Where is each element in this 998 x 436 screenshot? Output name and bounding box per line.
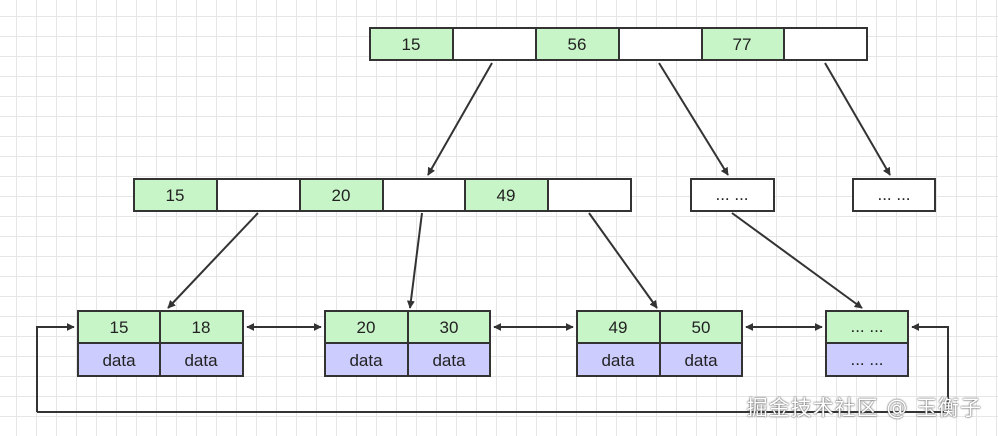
leaf-placeholder-data: ... ... bbox=[850, 350, 883, 369]
leaf-1-data-cell-2 bbox=[159, 342, 244, 377]
internal-pointer-cell-2 bbox=[382, 178, 466, 212]
leaf-3-key-2: 50 bbox=[692, 318, 711, 337]
arrow-root-to-internal bbox=[427, 62, 493, 176]
internal-key-1: 15 bbox=[166, 186, 185, 205]
leaf-3-key-1: 49 bbox=[609, 318, 628, 337]
arrow-internal-to-leaf-2 bbox=[406, 212, 423, 309]
leaf-1-key-2: 18 bbox=[192, 318, 211, 337]
leaf-node-1: 15 18 data data bbox=[77, 310, 244, 377]
placeholder-node-a-label: ... ... bbox=[715, 185, 748, 204]
leaf-3-data-cell-1 bbox=[576, 342, 661, 377]
internal-key-2: 20 bbox=[332, 186, 351, 205]
root-pointer-cell-2 bbox=[618, 27, 703, 61]
arrow-root-to-placeholder-a bbox=[658, 62, 729, 176]
leaf-1-data-2: data bbox=[184, 351, 218, 370]
leaf-node-placeholder: ... ... ... ... bbox=[825, 310, 909, 377]
internal-pointer-cell-3 bbox=[547, 178, 632, 212]
arrow-internal-to-leaf-3 bbox=[588, 212, 658, 309]
placeholder-node-b: ... ... bbox=[852, 178, 936, 212]
leaf-1-data-1: data bbox=[102, 351, 136, 370]
leaf-2-data-2: data bbox=[432, 351, 466, 370]
leaf-3-data-2: data bbox=[684, 351, 718, 370]
leaf-2-data-cell-2 bbox=[407, 342, 491, 377]
leaf-node-2: 20 30 data data bbox=[324, 310, 491, 377]
internal-pointer-cell-1 bbox=[216, 178, 301, 212]
root-pointer-cell-1 bbox=[452, 27, 537, 61]
root-pointer-cell-3 bbox=[783, 27, 868, 61]
leaf-1-key-1: 15 bbox=[110, 318, 129, 337]
root-key-3: 77 bbox=[733, 35, 752, 54]
internal-key-cell-2 bbox=[299, 178, 384, 212]
arrow-placeholder-a-to-leaf-placeholder bbox=[731, 212, 863, 309]
root-key-2: 56 bbox=[568, 35, 587, 54]
leaf-2-key-1: 20 bbox=[357, 318, 376, 337]
leaf-2-data-1: data bbox=[349, 351, 383, 370]
arrow-internal-to-leaf-1 bbox=[167, 212, 259, 309]
internal-key-cell-3 bbox=[464, 178, 549, 212]
tree-pointer-arrows bbox=[167, 62, 891, 309]
leaf-node-3: 49 50 data data bbox=[576, 310, 743, 377]
placeholder-node-b-label: ... ... bbox=[877, 185, 910, 204]
arrow-root-to-placeholder-b bbox=[824, 62, 891, 176]
watermark: 掘金技术社区 @ 玉衡子 bbox=[746, 396, 982, 420]
root-key-cell-2 bbox=[535, 27, 620, 61]
wrap-link-left bbox=[36, 323, 75, 412]
root-key-cell-1 bbox=[369, 27, 454, 61]
root-node: 15 56 77 bbox=[369, 27, 868, 61]
root-key-1: 15 bbox=[402, 35, 421, 54]
root-key-cell-3 bbox=[701, 27, 785, 61]
leaf-placeholder-data-cell bbox=[825, 342, 909, 377]
leaf-2-key-cell-2 bbox=[407, 310, 491, 344]
leaf-3-data-1: data bbox=[601, 351, 635, 370]
placeholder-node-a-box bbox=[690, 178, 775, 212]
placeholder-node-b-box bbox=[852, 178, 936, 212]
placeholder-node-a: ... ... bbox=[690, 178, 775, 212]
leaf-1-key-cell-2 bbox=[159, 310, 244, 344]
leaf-2-key-2: 30 bbox=[440, 318, 459, 337]
wrap-link-right bbox=[37, 323, 949, 413]
leaf-3-key-cell-1 bbox=[576, 310, 661, 344]
leaf-placeholder-key: ... ... bbox=[850, 317, 883, 336]
leaf-3-data-cell-2 bbox=[659, 342, 743, 377]
internal-node: 15 20 49 bbox=[133, 178, 632, 212]
internal-key-3: 49 bbox=[497, 186, 516, 205]
leaf-circular-link bbox=[36, 323, 949, 413]
